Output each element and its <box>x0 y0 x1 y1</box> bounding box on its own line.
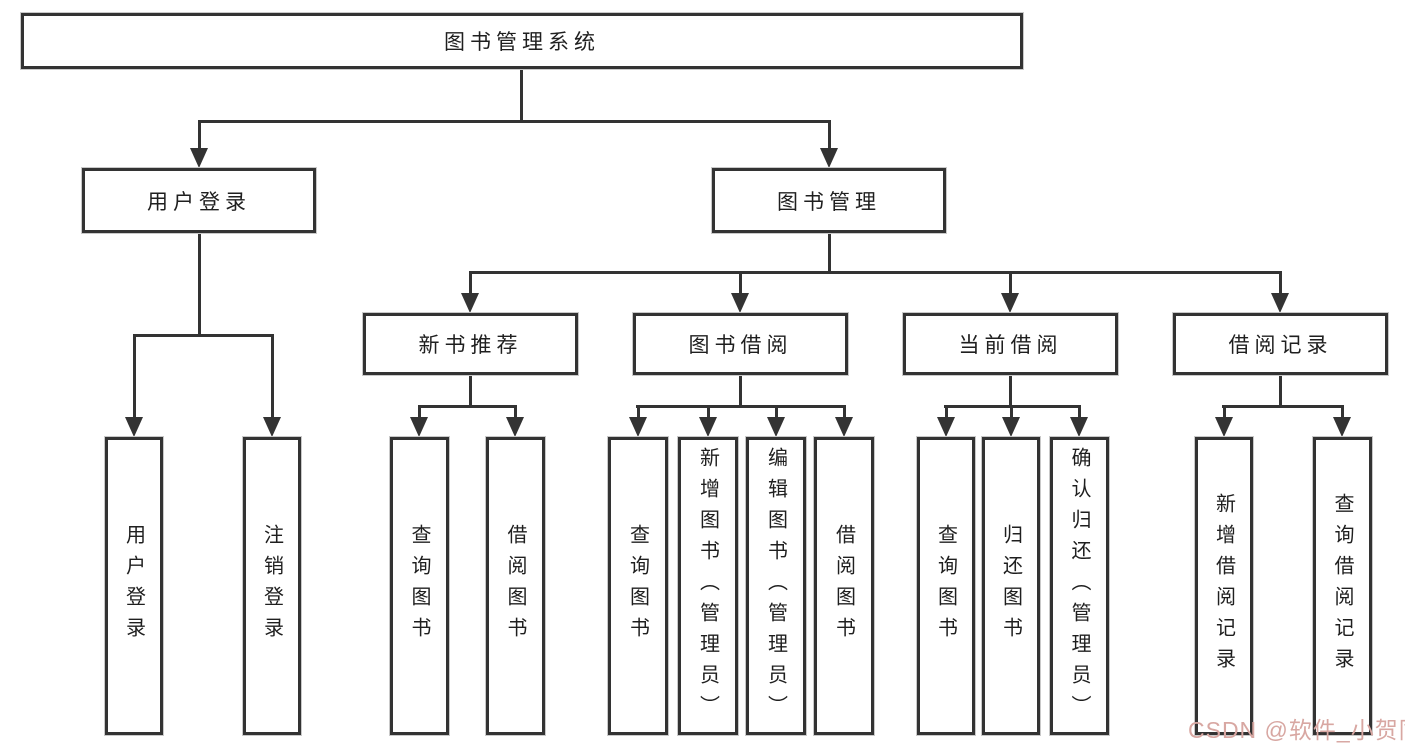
connector-line <box>469 271 472 295</box>
connector-line <box>198 120 831 123</box>
leaf-logout: 注销登录 <box>242 436 302 736</box>
connector-line <box>520 69 523 122</box>
arrow-down-icon <box>629 417 647 437</box>
connector-line <box>1223 405 1226 419</box>
connector-line <box>1341 405 1344 419</box>
connector-line <box>198 120 201 150</box>
node-current-borrow: 当前借阅 <box>902 312 1119 376</box>
connector-line <box>418 405 421 419</box>
connector-line <box>133 334 274 337</box>
connector-line <box>271 334 274 419</box>
arrow-down-icon <box>1333 417 1351 437</box>
arrow-down-icon <box>1001 293 1019 313</box>
arrow-down-icon <box>1215 417 1233 437</box>
arrow-down-icon <box>937 417 955 437</box>
leaf-borrow-query-books: 查询图书 <box>607 436 669 736</box>
node-root-library-system: 图书管理系统 <box>20 12 1024 70</box>
node-book-borrow: 图书借阅 <box>632 312 849 376</box>
node-user-login: 用户登录 <box>81 167 317 234</box>
connector-line <box>133 334 136 419</box>
arrow-down-icon <box>125 417 143 437</box>
connector-line <box>1279 375 1282 407</box>
arrow-down-icon <box>835 417 853 437</box>
arrow-down-icon <box>1271 293 1289 313</box>
connector-line <box>828 120 831 150</box>
leaf-current-confirm-return-admin: 确认归还（管理员） <box>1049 436 1110 736</box>
leaf-borrow-edit-books-admin: 编辑图书（管理员） <box>745 436 807 736</box>
connector-line <box>637 405 640 419</box>
arrow-down-icon <box>699 417 717 437</box>
connector-line <box>1009 271 1012 295</box>
leaf-records-query-borrow-record: 查询借阅记录 <box>1312 436 1373 736</box>
connector-line <box>775 405 778 419</box>
connector-line <box>469 375 472 407</box>
arrow-down-icon <box>506 417 524 437</box>
arrow-down-icon <box>1070 417 1088 437</box>
leaf-current-return-books: 归还图书 <box>981 436 1041 736</box>
leaf-newbook-borrow-books: 借阅图书 <box>485 436 546 736</box>
connector-line <box>707 405 710 419</box>
leaf-borrow-borrow-books: 借阅图书 <box>813 436 875 736</box>
arrow-down-icon <box>190 148 208 168</box>
leaf-current-query-books: 查询图书 <box>916 436 976 736</box>
connector-line <box>198 233 201 334</box>
connector-line <box>828 233 831 274</box>
connector-line <box>1222 405 1344 408</box>
connector-line <box>636 405 845 408</box>
connector-line <box>1010 405 1013 419</box>
arrow-down-icon <box>410 417 428 437</box>
leaf-newbook-query-books: 查询图书 <box>389 436 450 736</box>
leaf-borrow-add-books-admin: 新增图书（管理员） <box>677 436 739 736</box>
node-borrow-records: 借阅记录 <box>1172 312 1389 376</box>
connector-line <box>1009 375 1012 407</box>
connector-line <box>1279 271 1282 295</box>
connector-line <box>843 405 846 419</box>
arrow-down-icon <box>1002 417 1020 437</box>
arrow-down-icon <box>731 293 749 313</box>
arrow-down-icon <box>820 148 838 168</box>
arrow-down-icon <box>263 417 281 437</box>
node-book-management: 图书管理 <box>711 167 947 234</box>
connector-line <box>514 405 517 419</box>
leaf-user-login: 用户登录 <box>104 436 164 736</box>
connector-line <box>739 375 742 407</box>
csdn-watermark: CSDN @软件_小贺同学 <box>1188 717 1405 743</box>
connector-line <box>945 405 948 419</box>
connector-line <box>469 271 1282 274</box>
connector-line <box>1078 405 1081 419</box>
connector-line <box>418 405 517 408</box>
connector-line <box>739 271 742 295</box>
node-new-book-recommend: 新书推荐 <box>362 312 579 376</box>
arrow-down-icon <box>767 417 785 437</box>
arrow-down-icon <box>461 293 479 313</box>
leaf-records-add-borrow-record: 新增借阅记录 <box>1194 436 1254 736</box>
